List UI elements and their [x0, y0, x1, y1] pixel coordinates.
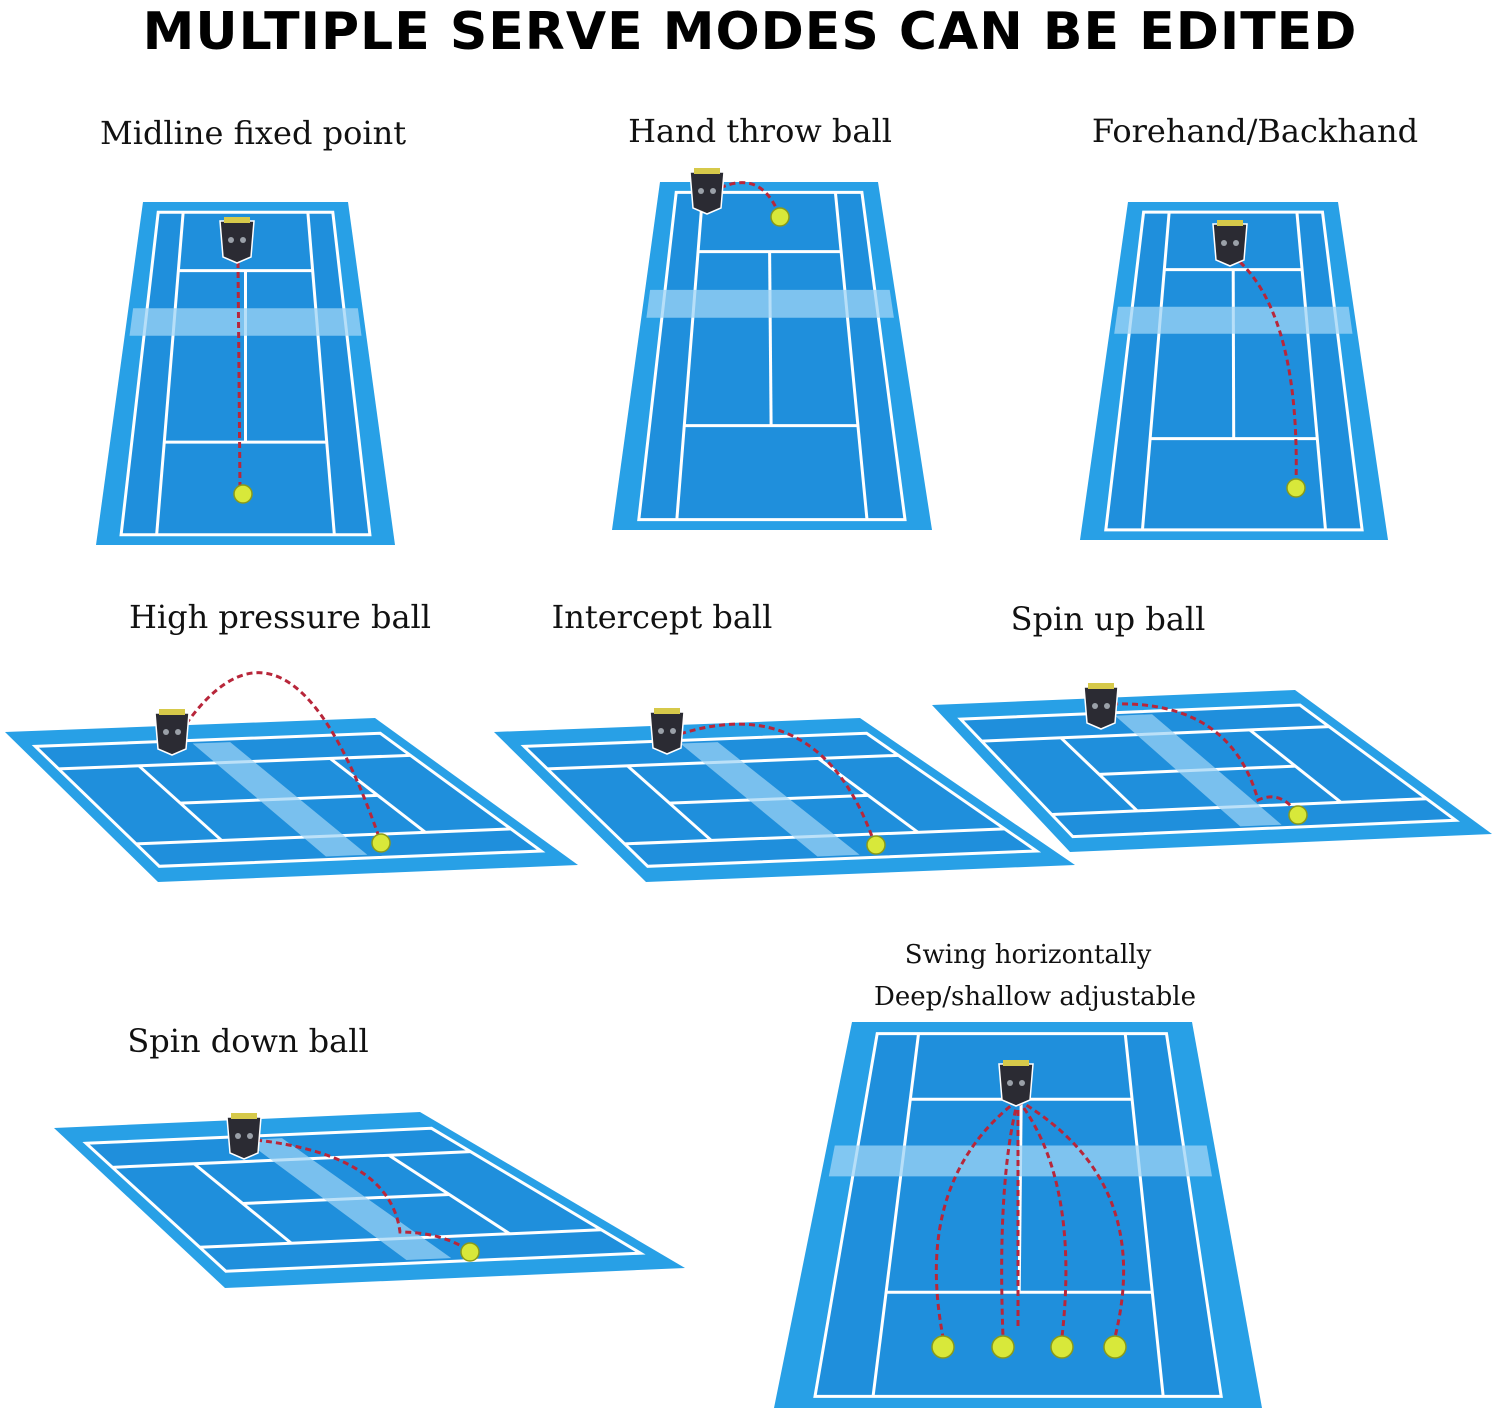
trajectory-path [934, 1098, 1019, 1338]
center-service-line [1017, 1099, 1023, 1293]
tennis-ball-icon [1050, 1335, 1074, 1359]
ball-machine-icon [998, 1063, 1034, 1107]
court-midline [96, 202, 395, 545]
court-spin-down [54, 1112, 685, 1288]
machine-hopper-icon [1003, 1060, 1029, 1066]
tennis-ball-icon [866, 835, 886, 855]
machine-hopper-icon [159, 709, 185, 715]
ball-machine-icon [219, 220, 255, 264]
singles-line-right [1295, 212, 1327, 530]
machine-dial-icon [1104, 703, 1110, 709]
singles-line-right [833, 192, 869, 520]
trajectory-path [679, 722, 876, 843]
net-band [129, 308, 362, 336]
label-forehand-backhand: Forehand/Backhand [1091, 112, 1419, 150]
tennis-ball-icon [991, 1335, 1015, 1359]
machine-dial-icon [240, 237, 246, 243]
singles-line-left [675, 192, 705, 520]
court-boundary [520, 731, 1042, 868]
ball-machine-icon [649, 711, 685, 755]
label-swing-line2: Deep/shallow adjustable [873, 982, 1197, 1012]
court-boundary [31, 731, 546, 868]
net-band [828, 1145, 1212, 1177]
machine-dial-icon [658, 728, 664, 734]
tennis-ball-icon [931, 1335, 955, 1359]
trajectory-path [255, 1138, 469, 1252]
trajectory-path [1016, 1099, 1068, 1338]
singles-line-left [871, 1033, 921, 1397]
machine-dial-icon [1007, 1080, 1013, 1086]
machine-dial-icon [1221, 240, 1227, 246]
singles-line-right [1123, 1033, 1165, 1397]
singles-line-left [155, 212, 185, 535]
trajectory-path [184, 671, 382, 841]
tennis-ball-icon [371, 833, 391, 853]
label-spin-down: Spin down ball [127, 1022, 369, 1060]
court-intercept [494, 708, 1075, 882]
label-midline: Midline fixed point [99, 114, 407, 152]
court-spin-up [932, 683, 1492, 852]
trajectory-path [1000, 1099, 1020, 1338]
machine-dial-icon [1092, 703, 1098, 709]
tennis-ball-icon [1286, 478, 1306, 498]
machine-hopper-icon [231, 1113, 257, 1119]
machine-dial-icon [235, 1133, 241, 1139]
tennis-ball-icon [770, 207, 790, 227]
label-intercept: Intercept ball [551, 598, 773, 636]
net-band [192, 742, 368, 857]
court-boundary [813, 1032, 1223, 1398]
tennis-ball-icon [1288, 805, 1308, 825]
ball-machine-icon [1083, 686, 1119, 730]
machine-hopper-icon [694, 168, 720, 174]
trajectory-path [1238, 260, 1298, 485]
page-title: MULTIPLE SERVE MODES CAN BE EDITED [142, 2, 1358, 62]
trajectory-path [236, 261, 242, 491]
court-hand-throw [612, 168, 932, 530]
ball-machine-icon [226, 1116, 262, 1160]
machine-hopper-icon [1217, 220, 1243, 226]
court-boundary [1104, 210, 1364, 532]
court-swing [774, 1022, 1262, 1408]
net-band [680, 742, 860, 857]
machine-hopper-icon [654, 708, 680, 714]
machine-hopper-icon [224, 217, 250, 223]
machine-hopper-icon [1088, 683, 1114, 689]
label-spin-up: Spin up ball [1010, 600, 1206, 638]
net-band [646, 289, 894, 318]
trajectory-path [719, 181, 780, 213]
center-service-line [768, 251, 773, 426]
ball-machine-icon [154, 712, 190, 756]
ball-machine-icon [1212, 223, 1248, 267]
tennis-ball-icon [460, 1242, 480, 1262]
label-high-pressure: High pressure ball [128, 598, 432, 636]
ball-machine-icon [689, 171, 725, 215]
center-service-line [1231, 269, 1236, 439]
court-boundary [957, 703, 1461, 839]
net-band [1115, 714, 1282, 827]
label-swing-line1: Swing horizontally [904, 940, 1152, 970]
machine-dial-icon [175, 729, 181, 735]
court-high-pressure [5, 671, 578, 882]
tennis-ball-icon [1103, 1335, 1127, 1359]
trajectory-path [1111, 702, 1298, 813]
machine-dial-icon [710, 188, 716, 194]
court-boundary [82, 1126, 646, 1273]
machine-dial-icon [247, 1133, 253, 1139]
machine-dial-icon [670, 728, 676, 734]
label-hand-throw: Hand throw ball [628, 112, 892, 150]
net-band [1114, 306, 1353, 334]
singles-line-left [1140, 212, 1171, 530]
machine-dial-icon [1019, 1080, 1025, 1086]
tennis-ball-icon [233, 484, 253, 504]
machine-dial-icon [228, 237, 234, 243]
court-boundary [637, 190, 907, 522]
machine-dial-icon [163, 729, 169, 735]
court-boundary [119, 210, 372, 537]
machine-dial-icon [1233, 240, 1239, 246]
singles-line-right [306, 212, 336, 535]
machine-dial-icon [698, 188, 704, 194]
court-forehand-backhand [1080, 202, 1388, 540]
